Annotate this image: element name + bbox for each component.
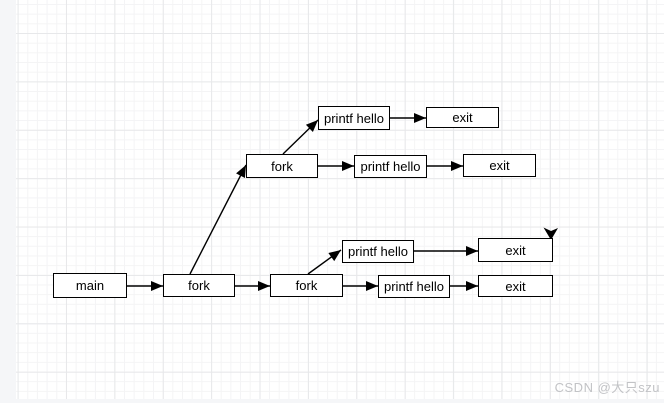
edge-fork-1-to-fork-3[interactable] — [189, 164, 247, 275]
process-node-exit-p1[interactable]: exit — [426, 107, 499, 128]
node-label: exit — [505, 278, 526, 294]
offpage-margin-bottom — [0, 399, 664, 403]
node-label: fork — [295, 278, 318, 293]
process-node-printf-p1[interactable]: printf hello — [318, 106, 390, 130]
process-node-fork-3[interactable]: fork — [246, 154, 318, 178]
node-label: printf hello — [348, 244, 408, 259]
node-label: printf hello — [324, 110, 384, 126]
node-label: fork — [271, 158, 293, 174]
process-node-fork-1[interactable]: fork — [163, 274, 235, 297]
node-label: exit — [452, 110, 473, 125]
process-node-fork-2[interactable]: fork — [270, 274, 343, 297]
edge-fork-3-to-printf-p1[interactable] — [282, 119, 319, 155]
process-node-exit-p4[interactable]: exit — [478, 275, 553, 297]
watermark: CSDN @大只szu — [554, 380, 660, 395]
node-label: exit — [505, 242, 526, 258]
node-label: printf hello — [384, 279, 444, 294]
process-node-printf-p4[interactable]: printf hello — [378, 275, 450, 298]
node-label: fork — [188, 278, 210, 293]
process-node-printf-p2[interactable]: printf hello — [354, 155, 427, 178]
node-label: printf hello — [360, 159, 421, 174]
process-node-printf-p3[interactable]: printf hello — [342, 240, 414, 263]
process-node-main[interactable]: main — [53, 273, 127, 298]
process-node-exit-p2[interactable]: exit — [463, 154, 536, 177]
offpage-margin-left — [0, 0, 16, 403]
edge-fork-2-to-printf-p3[interactable] — [307, 249, 342, 275]
node-label: main — [75, 278, 105, 293]
process-node-exit-p3[interactable]: exit — [478, 238, 553, 262]
node-label: exit — [489, 158, 510, 173]
